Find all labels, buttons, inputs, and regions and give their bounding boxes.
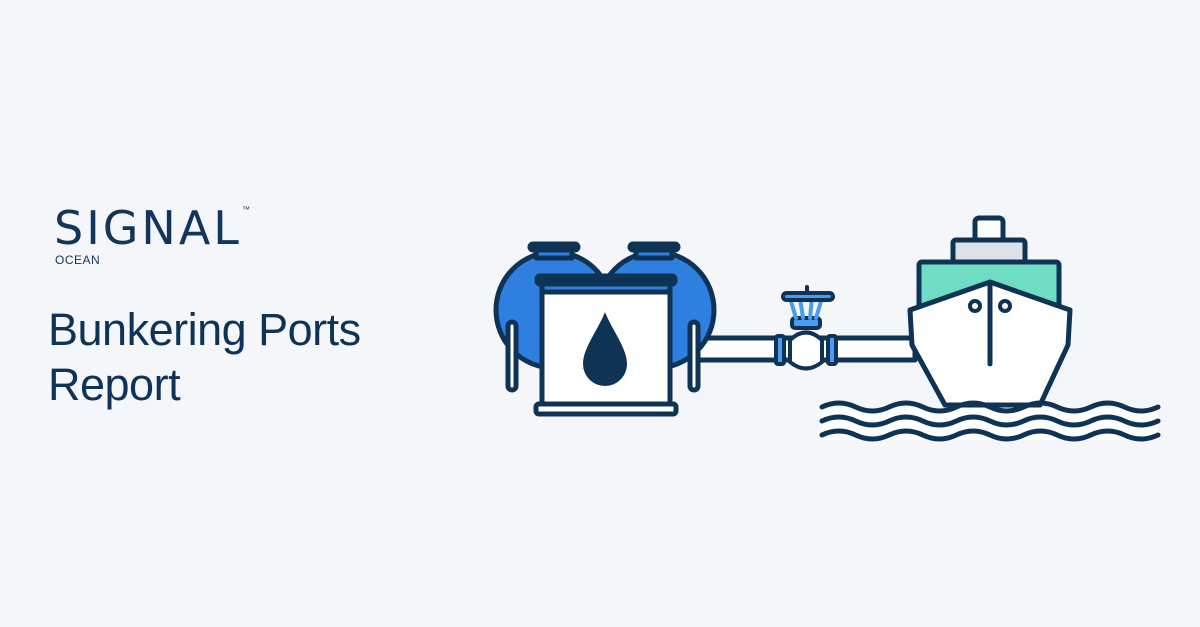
logo-trademark: ™ [242,205,250,214]
storage-tanks-icon [493,241,918,417]
title-line-1: Bunkering Ports [48,304,361,355]
ship-icon [907,215,1073,408]
oil-drop-icon [583,312,627,386]
valve-icon [774,285,838,371]
logo: SIGNAL ™ OCEAN [54,201,250,267]
logo-wordmark: SIGNAL [54,201,242,255]
waves-icon [819,400,1161,442]
page-title: Bunkering Ports Report [48,302,361,412]
logo-subtitle: OCEAN [55,253,101,267]
title-line-2: Report [48,359,181,410]
